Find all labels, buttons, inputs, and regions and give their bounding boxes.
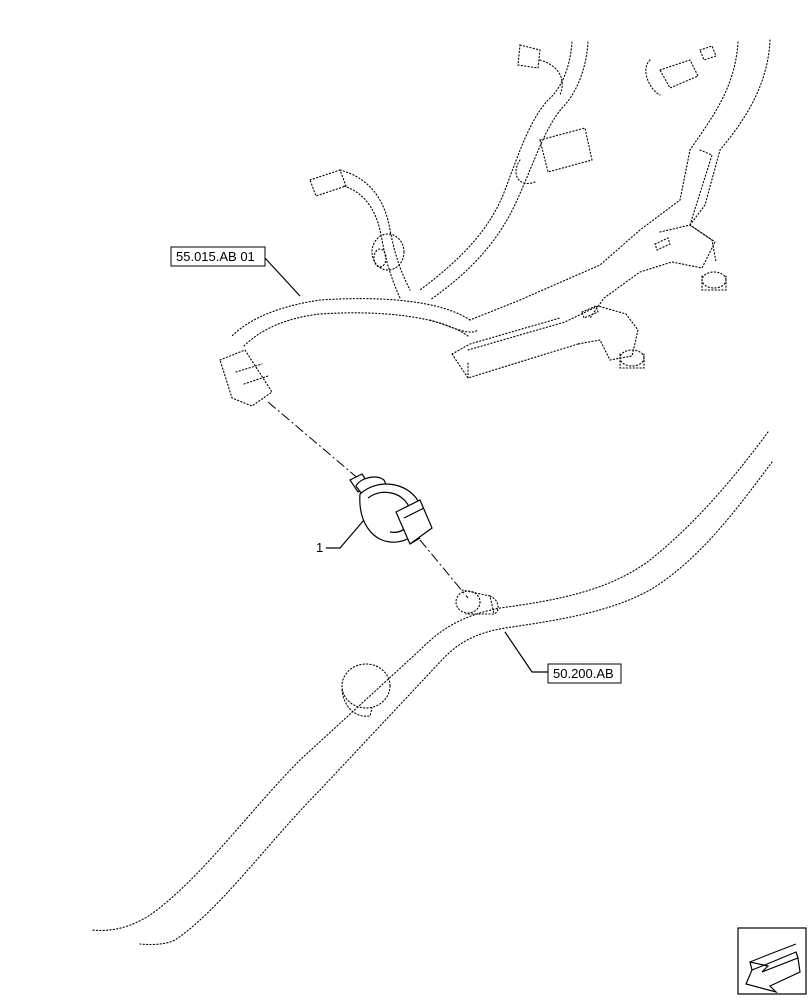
- frame-rail: [451, 39, 771, 379]
- reference-label-bottom-text: 50.200.AB: [553, 666, 614, 681]
- arrow-icon: [737, 927, 807, 995]
- reference-label-bottom[interactable]: 50.200.AB: [547, 663, 622, 684]
- item-number-1: 1: [316, 540, 323, 555]
- assembly-lines: [267, 401, 469, 599]
- reference-label-top[interactable]: 55.015.AB 01: [170, 246, 266, 267]
- upper-harness: [219, 41, 717, 407]
- leader-lines: [264, 257, 548, 673]
- pressure-switch: [349, 473, 433, 545]
- reference-label-top-text: 55.015.AB 01: [176, 249, 255, 264]
- lower-harness: [91, 431, 773, 946]
